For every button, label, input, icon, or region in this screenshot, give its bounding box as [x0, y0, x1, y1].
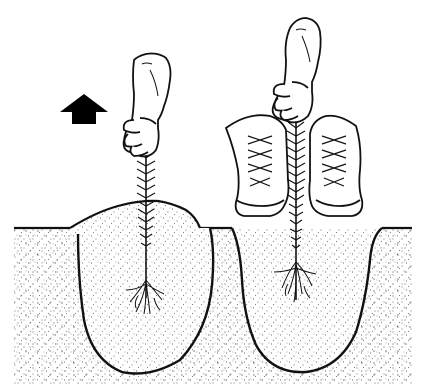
boot-icon: [309, 116, 362, 216]
boot-left: [226, 115, 289, 216]
up-arrow-icon: [60, 94, 108, 124]
hand-icon: [273, 18, 321, 122]
hand-icon: [124, 54, 171, 157]
